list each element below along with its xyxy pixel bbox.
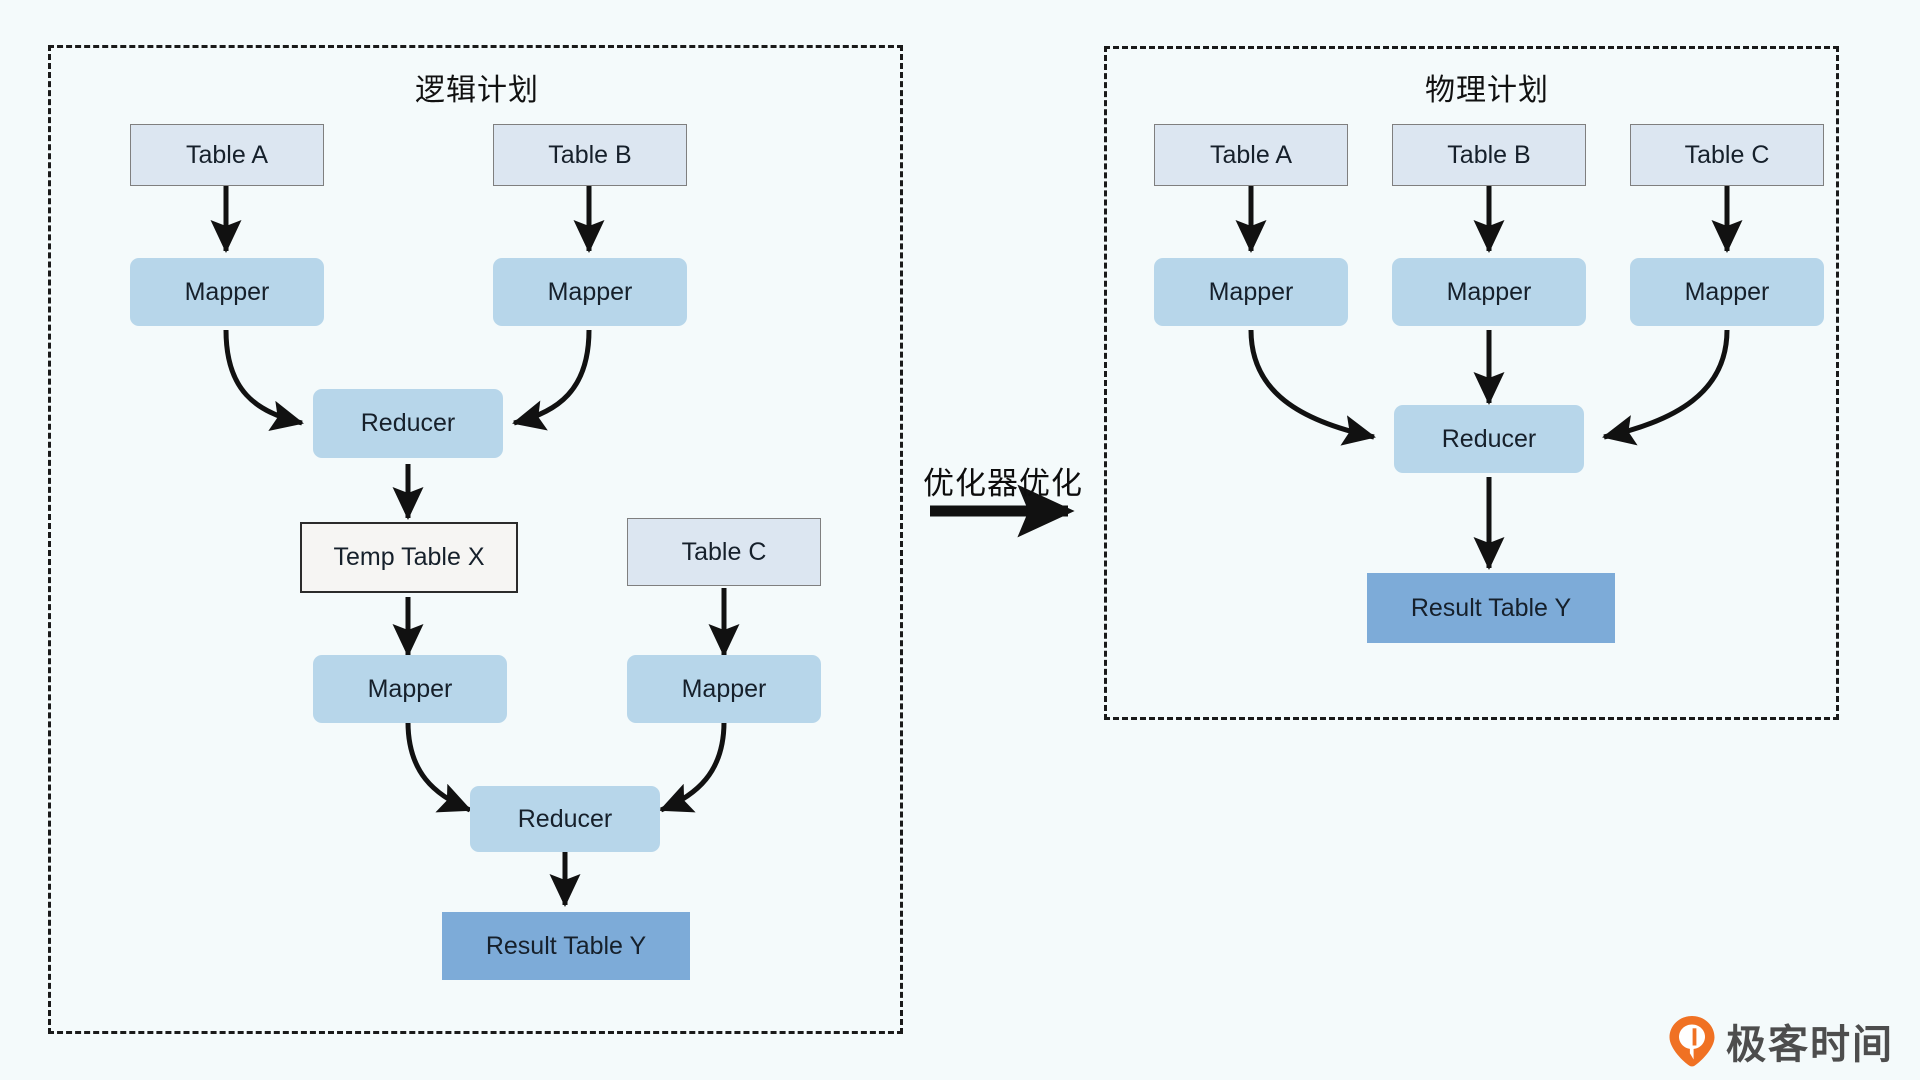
geektime-logo-icon [1669,1016,1715,1067]
physical-plan-panel [1104,46,1839,720]
physical-node-table-c[interactable]: Table C [1630,124,1824,186]
logical-plan-title: 逻辑计划 [415,74,539,107]
physical-node-mapper-c[interactable]: Mapper [1630,258,1824,326]
physical-node-table-b[interactable]: Table B [1392,124,1586,186]
logical-node-temp-table-x[interactable]: Temp Table X [300,522,518,593]
logical-node-mapper-x[interactable]: Mapper [313,655,507,723]
logical-node-table-a[interactable]: Table A [130,124,324,186]
watermark: 极客时间 [1668,1012,1894,1070]
physical-node-result-table-y[interactable]: Result Table Y [1367,573,1615,643]
physical-node-reducer[interactable]: Reducer [1394,405,1584,473]
optimizer-transform-label: 优化器优化 [923,466,1083,501]
watermark-text: 极客时间 [1726,1023,1894,1067]
logical-node-mapper-a[interactable]: Mapper [130,258,324,326]
physical-plan-title: 物理计划 [1425,74,1549,107]
physical-node-table-a[interactable]: Table A [1154,124,1348,186]
logical-node-table-c[interactable]: Table C [627,518,821,586]
logical-node-reducer-2[interactable]: Reducer [470,786,660,852]
physical-node-mapper-b[interactable]: Mapper [1392,258,1586,326]
physical-node-mapper-a[interactable]: Mapper [1154,258,1348,326]
logical-plan-panel [48,45,903,1034]
logical-node-mapper-c[interactable]: Mapper [627,655,821,723]
logical-node-result-table-y[interactable]: Result Table Y [442,912,690,980]
logical-node-mapper-b[interactable]: Mapper [493,258,687,326]
logical-node-reducer-1[interactable]: Reducer [313,389,503,458]
logical-node-table-b[interactable]: Table B [493,124,687,186]
